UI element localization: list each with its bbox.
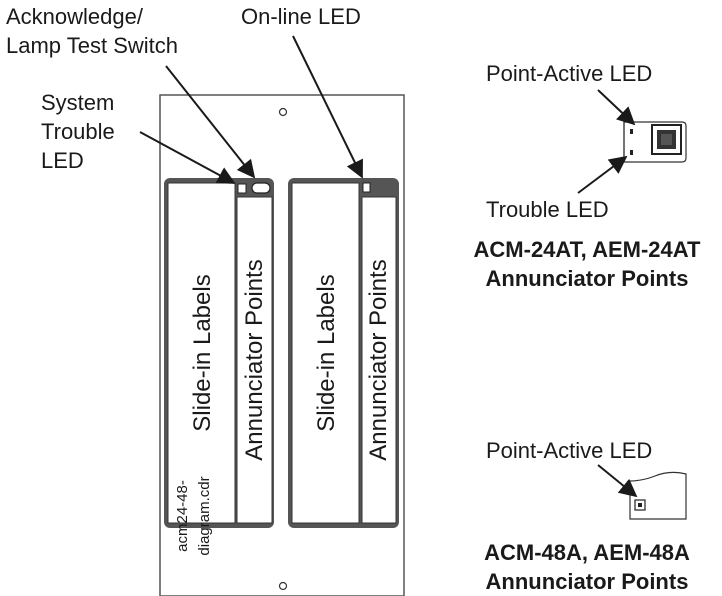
caption-acm48: ACM-48A, AEM-48A Annunciator Points	[484, 540, 690, 594]
left-module	[164, 178, 274, 528]
arrow-ack-switch	[165, 65, 256, 179]
label-online-led: On-line LED	[241, 4, 361, 29]
point-active-led-24	[630, 129, 633, 134]
label-point-active-led-24: Point-Active LED	[486, 61, 653, 86]
slide-in-labels-left: Slide-in Labels	[189, 274, 216, 431]
acm24-point-detail	[623, 121, 687, 163]
label-ack-switch: Acknowledge/ Lamp Test Switch	[6, 4, 179, 58]
label-system-trouble-led: System Trouble LED	[41, 90, 115, 173]
arrow-trouble-led	[577, 155, 628, 194]
caption-acm24: ACM-24AT, AEM-24AT Annunciator Points	[473, 237, 701, 291]
label-trouble-led: Trouble LED	[486, 197, 609, 222]
right-module	[288, 178, 399, 528]
acknowledge-switch	[251, 182, 271, 194]
arrow-online-led	[292, 35, 363, 179]
slide-in-labels-right: Slide-in Labels	[313, 274, 340, 431]
arrow-point-active-48	[597, 464, 638, 498]
mounting-hole-bottom	[278, 581, 288, 591]
annunciator-points-left: Annunciator Points	[241, 259, 268, 460]
system-trouble-led	[237, 183, 247, 194]
arrow-system-trouble	[139, 131, 236, 184]
mounting-hole-top	[278, 107, 288, 117]
trouble-led-24	[630, 150, 633, 155]
acm48-point-detail	[629, 471, 687, 520]
diagram-filename: acm24-48-diagram.cdr	[174, 476, 213, 556]
arrow-point-active-24	[597, 89, 636, 126]
online-led	[362, 182, 371, 193]
annunciator-points-right: Annunciator Points	[365, 259, 392, 460]
label-point-active-led-48: Point-Active LED	[486, 438, 653, 463]
